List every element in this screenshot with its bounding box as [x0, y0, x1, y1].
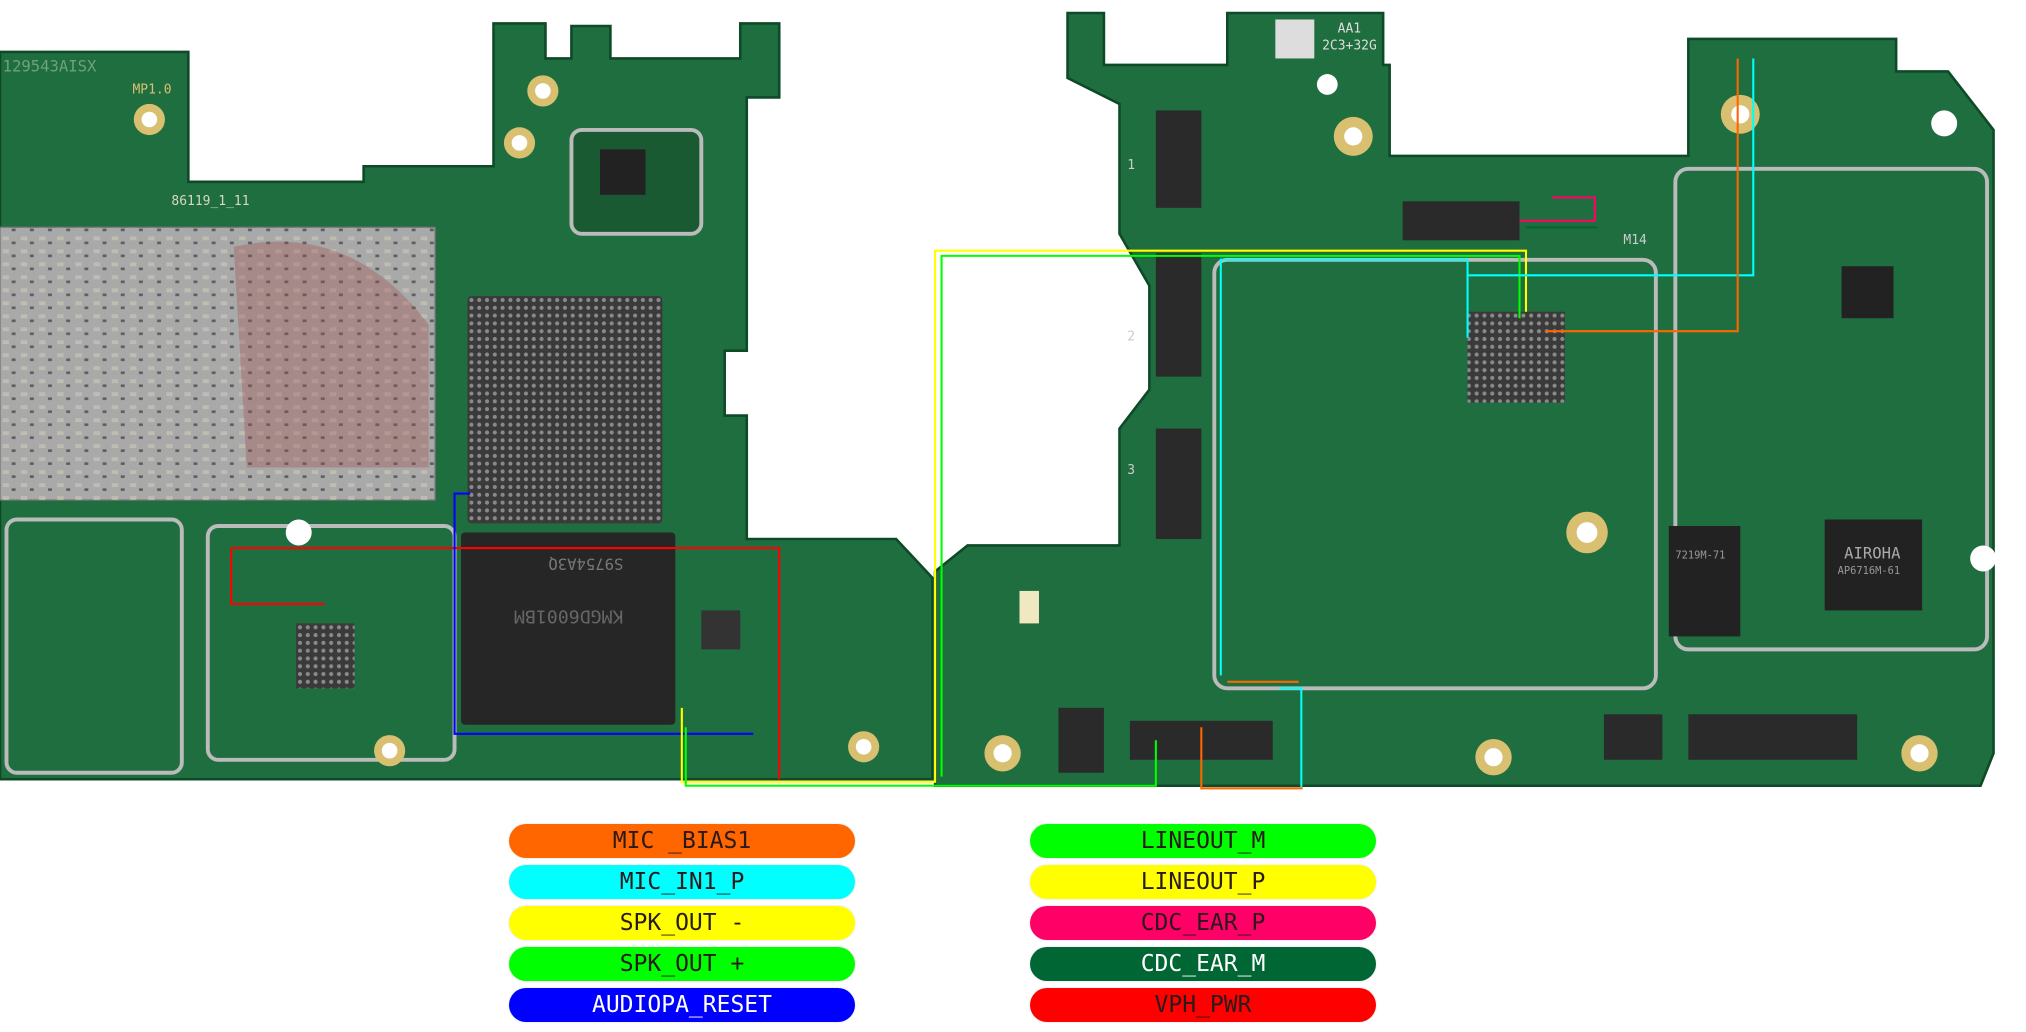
legend-label: CDC_EAR_P — [1140, 910, 1266, 936]
connector-number: 3 — [1127, 463, 1135, 478]
board-marking: M14 — [1623, 233, 1647, 248]
trace-mic-bias1 — [1200, 58, 1739, 790]
legend-label: LINEOUT_M — [1140, 828, 1266, 854]
board-marking: 2C3+32G — [1322, 38, 1377, 53]
legend-spk-out-plus: SPK_OUT + — [509, 947, 855, 981]
legend-audiopa-reset: AUDIOPA_RESET — [509, 988, 855, 1022]
chip-marking: S9754A3Q — [548, 554, 623, 572]
legend-label: SPK_OUT + — [619, 951, 745, 977]
connector-number: 2 — [1127, 329, 1135, 344]
trace-audiopa-reset — [453, 492, 754, 735]
trace-lineout-p — [680, 249, 1528, 783]
trace-lineout-m — [684, 254, 1521, 787]
legend-label: AUDIOPA_RESET — [591, 992, 772, 1018]
legend-vph-pwr: VPH_PWR — [1030, 988, 1376, 1022]
signal-traces — [230, 58, 1755, 790]
legend-label: MIC_IN1_P — [619, 869, 745, 895]
legend-lineout-p: LINEOUT_P — [1030, 865, 1376, 899]
legend-lineout-m: LINEOUT_M — [1030, 824, 1376, 858]
chip-marking: AP6716M-61 — [1838, 565, 1900, 577]
legend-spk-out-minus: SPK_OUT - — [509, 906, 855, 940]
trace-cdc-ear-p — [1519, 196, 1596, 222]
legend-mic-in1-p: MIC_IN1_P — [509, 865, 855, 899]
board-marking: 86119_1_11 — [171, 194, 249, 209]
trace-mic-in1-p — [1219, 58, 1755, 789]
board-marking: 129543AISX — [3, 57, 97, 75]
right-board: 1 2 3 AIROHA AP6716M-61 7219M-71 AA1 2C3… — [933, 11, 1997, 788]
connector-number: 1 — [1127, 158, 1135, 173]
legend-label: LINEOUT_P — [1140, 869, 1266, 895]
legend-label: SPK_OUT - — [619, 910, 745, 936]
legend-label: MIC _BIAS1 — [612, 828, 752, 854]
board-marking: AA1 — [1338, 21, 1361, 36]
chip-marking: 7219M-71 — [1675, 549, 1725, 561]
emmc-chip-label: KMGD6001BM — [514, 605, 623, 626]
left-board: KMGD6001BM S9754A3Q 129543AISX MP1.0 861… — [0, 22, 934, 781]
legend-label: VPH_PWR — [1154, 992, 1252, 1018]
legend-label: CDC_EAR_M — [1140, 951, 1266, 977]
chip-marking: AIROHA — [1844, 544, 1901, 562]
legend-cdc-ear-m: CDC_EAR_M — [1030, 947, 1376, 981]
legend-cdc-ear-p: CDC_EAR_P — [1030, 906, 1376, 940]
board-marking: MP1.0 — [132, 83, 171, 98]
trace-vph-pwr — [230, 547, 781, 780]
legend-mic-bias1: MIC _BIAS1 — [509, 824, 855, 858]
